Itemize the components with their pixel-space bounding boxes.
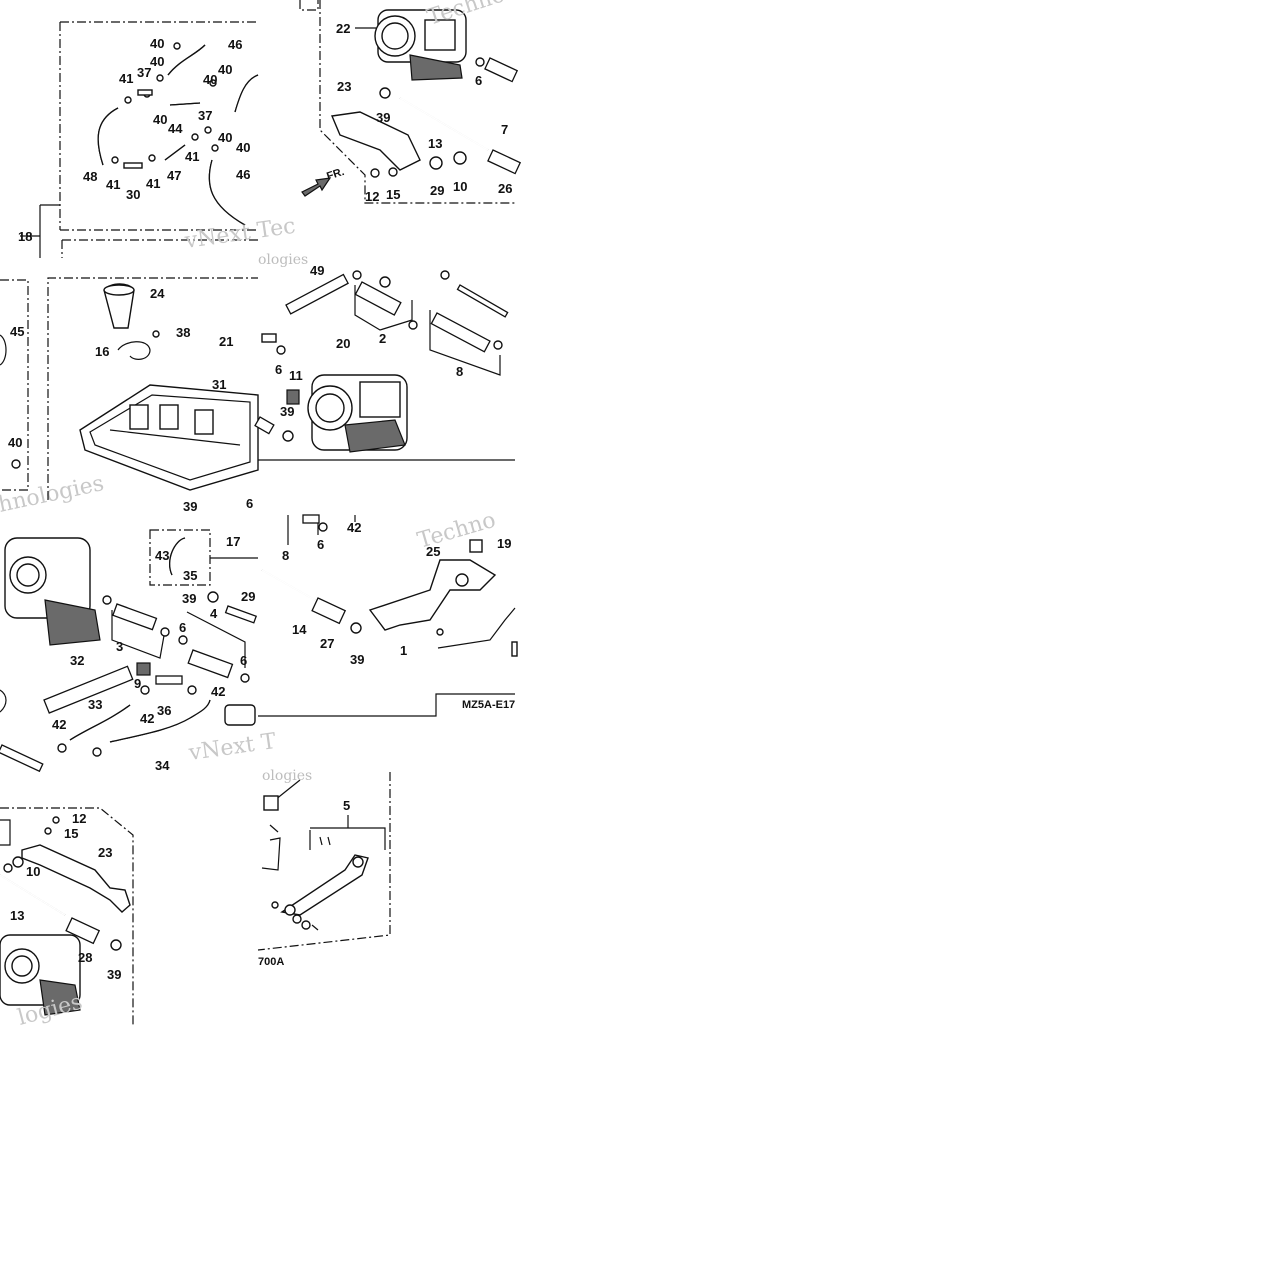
callout: 42 — [347, 520, 361, 535]
callout: 7 — [501, 122, 508, 137]
callout: 41 — [119, 71, 133, 86]
callout: 6 — [475, 73, 482, 88]
front-arrow-label: FR. — [325, 166, 346, 183]
callout: 40 — [150, 54, 164, 69]
callout: 6 — [240, 653, 247, 668]
watermark: hnologies — [0, 471, 106, 518]
panel-left-slice: 45 40 hnologies — [0, 279, 106, 518]
callout: 45 — [10, 324, 24, 339]
callout: 43 — [155, 548, 169, 563]
callout: 27 — [320, 636, 334, 651]
callout: 30 — [126, 187, 140, 202]
callout: 47 — [167, 168, 181, 183]
callout: 37 — [198, 108, 212, 123]
callout: 2 — [379, 331, 386, 346]
callout: 9 — [134, 676, 141, 691]
callout: 46 — [236, 167, 250, 182]
callout: 29 — [430, 183, 444, 198]
callout: 39 — [183, 499, 197, 514]
callout: 36 — [157, 703, 171, 718]
callout: 39 — [182, 591, 196, 606]
callout: 37 — [137, 65, 151, 80]
callout: 25 — [426, 544, 440, 559]
callout: 39 — [376, 110, 390, 125]
callout: 34 — [155, 758, 170, 773]
callout: 48 — [83, 169, 97, 184]
callout: 12 — [365, 189, 379, 204]
callout: 10 — [26, 864, 40, 879]
callout: 29 — [241, 589, 255, 604]
callout: 15 — [64, 826, 78, 841]
callout: 33 — [88, 697, 102, 712]
callout: 6 — [317, 537, 324, 552]
callout: 6 — [246, 496, 253, 511]
panel-air-chamber: 24 38 16 31 39 6 ologies — [47, 252, 308, 514]
watermark: ologies — [262, 768, 312, 784]
callout: 46 — [228, 37, 242, 52]
callout: 31 — [212, 377, 226, 392]
callout: 41 — [185, 149, 199, 164]
panel-joints-tubes: 43 17 35 39 29 6 4 3 6 32 9 42 36 42 33 … — [0, 529, 278, 773]
callout: 32 — [70, 653, 84, 668]
callout: 40 — [153, 112, 167, 127]
callout: 15 — [386, 187, 400, 202]
callout: 23 — [337, 79, 351, 94]
callout: 40 — [236, 140, 250, 155]
callout: 1 — [400, 643, 407, 658]
callout: 10 — [453, 179, 467, 194]
callout: 40 — [218, 62, 232, 77]
callout: 19 — [497, 536, 511, 551]
panel-throttle-link: 8 6 42 25 19 14 27 39 1 MZ5A-E17 Techno — [258, 508, 518, 717]
callout: 11 — [289, 368, 303, 383]
callout: 38 — [176, 325, 190, 340]
callout: 6 — [275, 362, 282, 377]
callout: 13 — [428, 136, 442, 151]
callout: 44 — [168, 121, 183, 136]
callout: 8 — [456, 364, 463, 379]
callout: 40 — [150, 36, 164, 51]
callout: 20 — [336, 336, 350, 351]
callout: 39 — [350, 652, 364, 667]
callout: 22 — [336, 21, 350, 36]
diagram-code: 700A — [258, 956, 284, 968]
panel-link-arm: 5 700A ologies — [257, 768, 391, 968]
callout: 14 — [292, 622, 307, 637]
callout: 21 — [219, 334, 233, 349]
callout: 40 — [218, 130, 232, 145]
callout: 49 — [310, 263, 324, 278]
panel-hoses: 40 46 40 41 37 40 40 40 44 37 40 41 40 4… — [18, 21, 297, 258]
watermark: Techno — [415, 508, 499, 554]
callout: 18 — [18, 229, 32, 244]
watermark: ologies — [258, 252, 308, 268]
panel-carburetor-20: 49 2 21 6 20 8 11 39 — [219, 263, 515, 461]
callout: 42 — [52, 717, 66, 732]
callout: 28 — [78, 950, 92, 965]
watermark: vNext T — [186, 729, 278, 766]
callout: 13 — [10, 908, 24, 923]
callout: 16 — [95, 344, 109, 359]
callout: 40 — [8, 435, 22, 450]
callout: 12 — [72, 811, 86, 826]
callout: 42 — [140, 711, 154, 726]
callout: 23 — [98, 845, 112, 860]
diagram-code: MZ5A-E17 — [462, 699, 515, 711]
panel-carburetor-22: FR. 22 23 39 13 6 7 12 15 29 10 26 Techn… — [299, 0, 522, 204]
callout: 5 — [343, 798, 350, 813]
callout: 39 — [107, 967, 121, 982]
panel-bracket-lower: 12 15 23 10 13 28 39 logies — [0, 807, 134, 1031]
callout: 3 — [116, 639, 123, 654]
callout: 26 — [498, 181, 512, 196]
callout: 6 — [179, 620, 186, 635]
callout: 41 — [146, 176, 160, 191]
callout: 17 — [226, 534, 240, 549]
callout: 40 — [203, 72, 217, 87]
callout: 41 — [106, 177, 120, 192]
callout: 24 — [150, 286, 165, 301]
callout: 8 — [282, 548, 289, 563]
callout: 39 — [280, 404, 294, 419]
callout: 4 — [210, 606, 218, 621]
callout: 42 — [211, 684, 225, 699]
callout: 35 — [183, 568, 197, 583]
